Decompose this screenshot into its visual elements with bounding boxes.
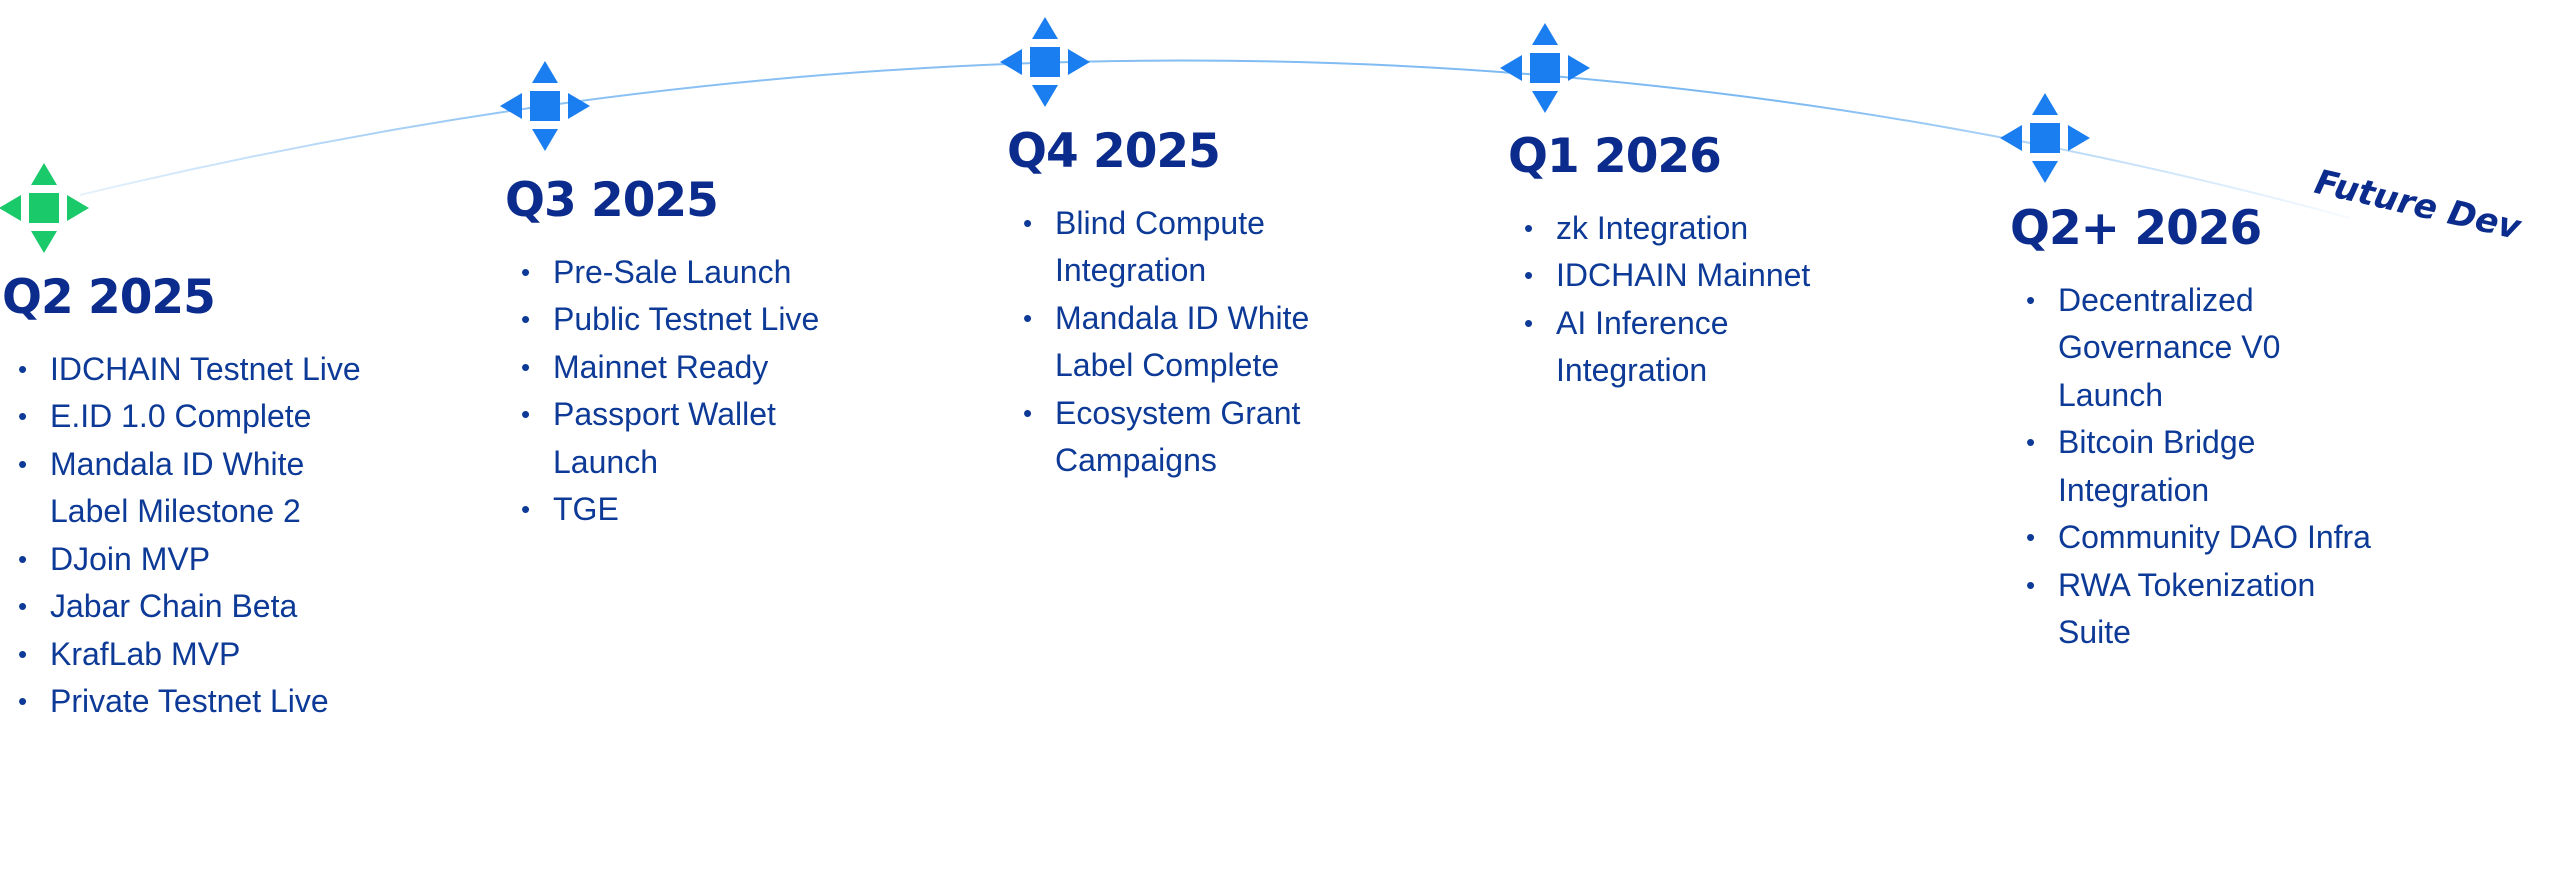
milestone-marker-q3-2025 <box>500 61 590 151</box>
milestone-item-list: IDCHAIN Testnet Live E.ID 1.0 Complete M… <box>2 346 442 726</box>
milestone-marker-q2plus-2026 <box>2000 93 2090 183</box>
milestone-q2plus-2026: Q2+ 2026 Decentralized Governance V0 Lau… <box>2010 203 2430 657</box>
milestone-item: Public Testnet Live <box>505 296 925 344</box>
milestone-item: Jabar Chain Beta <box>2 583 442 631</box>
milestone-item-list: Decentralized Governance V0 Launch Bitco… <box>2010 277 2430 657</box>
milestone-item: Bitcoin Bridge Integration <box>2010 419 2318 514</box>
milestone-item: E.ID 1.0 Complete <box>2 393 442 441</box>
milestone-item: Passport Wallet Launch <box>505 391 813 486</box>
milestone-item: IDCHAIN Mainnet <box>1508 252 1928 300</box>
milestone-item: AI Inference Integration <box>1508 300 1796 395</box>
milestone-item: Mainnet Ready <box>505 344 925 392</box>
milestone-item: Mandala ID White Label Complete <box>1007 295 1355 390</box>
milestone-item: Community DAO Infra <box>2010 514 2430 562</box>
milestone-item: TGE <box>505 486 925 534</box>
milestone-item-list: zk Integration IDCHAIN Mainnet AI Infere… <box>1508 205 1928 395</box>
milestone-item-list: Blind Compute Integration Mandala ID Whi… <box>1007 200 1427 485</box>
milestone-title: Q3 2025 <box>505 173 719 228</box>
milestone-q3-2025: Q3 2025 Pre-Sale Launch Public Testnet L… <box>505 175 925 534</box>
milestone-item: Pre-Sale Launch <box>505 249 925 297</box>
milestone-title: Q4 2025 <box>1007 124 1221 179</box>
milestone-item: KrafLab MVP <box>2 631 442 679</box>
milestone-marker-q1-2026 <box>1500 23 1590 113</box>
milestone-q4-2025: Q4 2025 Blind Compute Integration Mandal… <box>1007 126 1427 485</box>
milestone-marker-q4-2025 <box>1000 17 1090 107</box>
milestone-item: Decentralized Governance V0 Launch <box>2010 277 2318 420</box>
milestone-q1-2026: Q1 2026 zk Integration IDCHAIN Mainnet A… <box>1508 131 1928 395</box>
milestone-title: Q1 2026 <box>1508 129 1722 184</box>
milestone-item-list: Pre-Sale Launch Public Testnet Live Main… <box>505 249 925 534</box>
milestone-item: IDCHAIN Testnet Live <box>2 346 442 394</box>
milestone-title: Q2+ 2026 <box>2010 201 2262 256</box>
milestone-item: DJoin MVP <box>2 536 442 584</box>
milestone-item: Private Testnet Live <box>2 678 442 726</box>
milestone-item: Mandala ID White Label Milestone 2 <box>2 441 350 536</box>
milestone-item: Ecosystem Grant Campaigns <box>1007 390 1355 485</box>
milestone-title: Q2 2025 <box>2 270 216 325</box>
milestone-q2-2025: Q2 2025 IDCHAIN Testnet Live E.ID 1.0 Co… <box>2 272 442 726</box>
milestone-item: Blind Compute Integration <box>1007 200 1315 295</box>
milestone-item: zk Integration <box>1508 205 1928 253</box>
milestone-item: RWA Tokenization Suite <box>2010 562 2358 657</box>
milestone-marker-q2-2025 <box>0 163 89 253</box>
